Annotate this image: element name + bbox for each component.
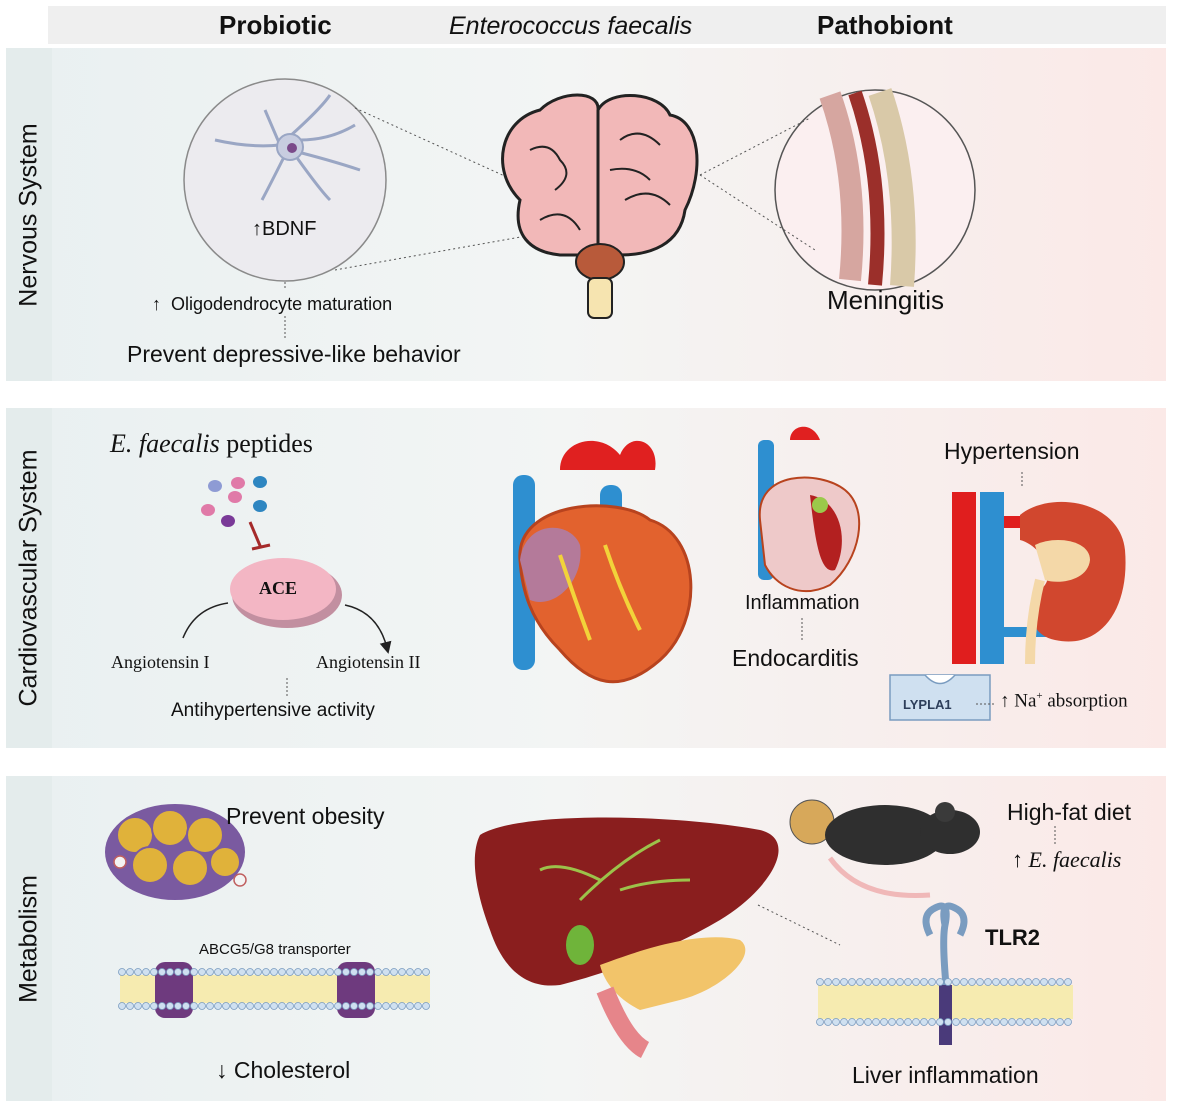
peptides-label: E. faecalis peptides (110, 429, 313, 458)
mouse-icon (789, 799, 980, 899)
header-bar (48, 6, 1166, 44)
endocarditis-heart-icon (758, 426, 861, 593)
nervous-side-label: Nervous System (6, 48, 52, 381)
liver-icon (474, 817, 779, 1059)
ace-label: ACE (259, 578, 298, 598)
header-probiotic: Probiotic (219, 10, 332, 40)
ace-icon (230, 558, 342, 628)
hypertension-label: Hypertension (944, 438, 1080, 464)
efaecalis-increase-label: ↑ E. faecalis (1012, 847, 1122, 872)
metabolism-side-label: Metabolism (6, 776, 52, 1101)
lypla1-label: LYPLA1 (903, 697, 952, 712)
brain-icon (501, 93, 699, 319)
meningitis-label: Meningitis (827, 285, 945, 315)
kidney-icon (952, 492, 1126, 665)
down-arrow-icon: ↓ (216, 1057, 228, 1083)
cholesterol-label: ↓ Cholesterol (216, 1057, 351, 1083)
up-arrow-icon: ↑ (252, 218, 262, 240)
prevent-obesity-label: Prevent obesity (226, 803, 385, 829)
high-fat-diet-label: High-fat diet (1007, 799, 1132, 825)
heart-icon (513, 440, 693, 684)
antihypertensive-label: Antihypertensive activity (171, 700, 375, 721)
lypla1-icon (889, 674, 991, 721)
transporter-label: ABCG5/G8 transporter (199, 941, 351, 958)
meninges-icon (774, 88, 976, 291)
tlr2-label: TLR2 (985, 925, 1040, 950)
bdnf-label: ↑BDNF (252, 218, 317, 240)
adipocytes-icon (105, 804, 247, 900)
receptor-icon (818, 902, 1073, 1045)
prevent-depression-label: Prevent depressive-like behavior (127, 341, 461, 367)
neuron-icon (183, 78, 387, 282)
up-arrow-icon: ↑ (1012, 847, 1023, 872)
cardio-side-label: Cardiovascular System (6, 408, 52, 748)
angiotensin-1-label: Angiotensin I (111, 652, 210, 672)
liver-inflammation-label: Liver inflammation (852, 1062, 1039, 1088)
up-arrow-icon: ↑ (152, 294, 161, 314)
header-organism: Enterococcus faecalis (449, 12, 693, 40)
oligo-label: ↑ Oligodendrocyte maturation (152, 294, 393, 314)
peptides-icon (201, 476, 267, 527)
up-arrow-icon: ↑ (1000, 690, 1010, 712)
angiotensin-2-label: Angiotensin II (316, 652, 421, 672)
inflammation-label: Inflammation (745, 592, 860, 614)
header-pathobiont: Pathobiont (817, 10, 953, 40)
na-absorption-label: ↑ Na+ absorption (1000, 690, 1128, 712)
endocarditis-label: Endocarditis (732, 645, 859, 671)
